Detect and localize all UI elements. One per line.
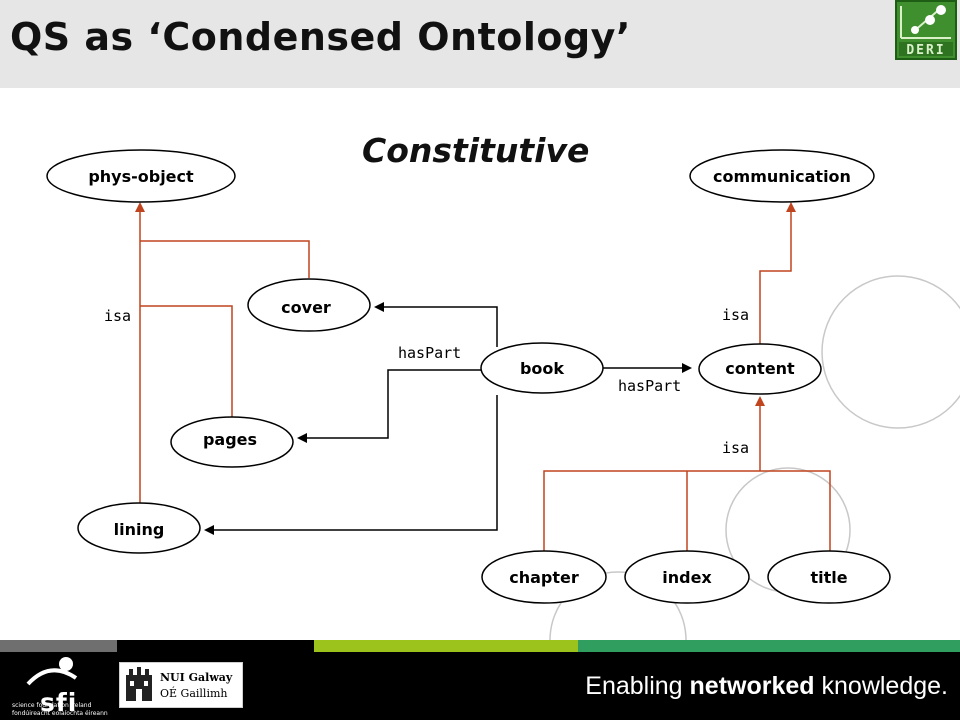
node-cover-shape — [247, 278, 371, 332]
node-content: content — [698, 343, 822, 395]
ontology-diagram: phys-object communication cover book con… — [46, 149, 960, 640]
haspart-edges — [204, 302, 692, 535]
node-title-shape — [767, 550, 891, 604]
edge-label-isa-left: isa — [104, 307, 131, 325]
strip-segment-lime — [314, 640, 578, 652]
title-bar — [0, 0, 960, 88]
edge-label-isa-parts: isa — [722, 439, 749, 457]
decorative-circles — [549, 275, 960, 640]
nuig-name-irish: OÉ Gaillimh — [160, 687, 228, 700]
nuig-logo: NUI Galway OÉ Gaillimh — [119, 662, 243, 708]
edge-book-haspart-pages — [297, 369, 484, 443]
node-title-label: title — [810, 568, 847, 587]
edge-label-isa-content: isa — [722, 306, 749, 324]
node-index-label: index — [662, 568, 712, 587]
footer-tagline: Enabling networked knowledge. — [585, 674, 948, 699]
edge-label-haspart-left: hasPart — [398, 344, 461, 362]
strip-segment-green — [578, 640, 960, 652]
deri-logo: DERI — [895, 0, 957, 60]
node-title: title — [767, 550, 891, 604]
strip-segment-grey — [0, 640, 117, 652]
decor-circle-1 — [821, 275, 960, 429]
node-index-shape — [624, 550, 750, 604]
node-content-label: content — [725, 359, 795, 378]
node-pages-label: pages — [203, 430, 257, 449]
diagram-subtitle: Constitutive — [362, 131, 590, 170]
tagline-start: Enabling — [585, 672, 690, 700]
edge-label-haspart-right: hasPart — [618, 377, 681, 395]
sfi-logo — [26, 657, 78, 686]
node-lining-label: lining — [114, 520, 165, 539]
node-pages-shape — [170, 416, 294, 468]
node-communication-label: communication — [713, 167, 851, 186]
slide-title: QS as ‘Condensed Ontology’ — [10, 15, 631, 59]
node-book-shape — [480, 342, 604, 394]
node-communication: communication — [689, 149, 875, 203]
node-chapter-shape — [481, 550, 607, 604]
sfi-caption-english: science foundation ireland — [12, 702, 92, 709]
edge-book-haspart-cover — [374, 302, 498, 347]
node-book-label: book — [520, 359, 564, 378]
node-lining-shape — [77, 502, 201, 554]
node-communication-shape — [689, 149, 875, 203]
node-cover-label: cover — [281, 298, 331, 317]
edge-content-isa-communication — [759, 202, 796, 345]
sfi-caption-irish: fondúireacht eolaíochta éireann — [12, 710, 108, 717]
edge-cover-isa-phys-object — [140, 240, 310, 278]
edge-book-haspart-lining — [204, 395, 498, 535]
tagline-end: knowledge. — [814, 672, 949, 700]
node-lining: lining — [77, 502, 201, 554]
node-phys-object-shape — [46, 149, 236, 203]
edge-pages-isa-phys-object — [140, 305, 233, 418]
node-phys-object-label: phys-object — [88, 167, 194, 186]
node-pages: pages — [170, 416, 294, 468]
footer-color-strip — [0, 640, 960, 652]
node-index: index — [624, 550, 750, 604]
strip-segment-black — [117, 640, 314, 652]
decor-circle-3 — [549, 571, 687, 640]
nuig-crest-icon — [126, 667, 152, 701]
node-chapter: chapter — [481, 550, 607, 604]
isa-edges — [135, 202, 831, 553]
tagline-emphasis: networked — [689, 672, 815, 700]
sfi-logo-text: sfi — [40, 688, 78, 717]
nuig-name-english: NUI Galway — [160, 671, 233, 684]
node-book: book — [480, 342, 604, 394]
node-phys-object: phys-object — [46, 149, 236, 203]
deri-logo-text: DERI — [906, 43, 945, 58]
node-content-shape — [698, 343, 822, 395]
node-cover: cover — [247, 278, 371, 332]
node-chapter-label: chapter — [509, 568, 579, 587]
